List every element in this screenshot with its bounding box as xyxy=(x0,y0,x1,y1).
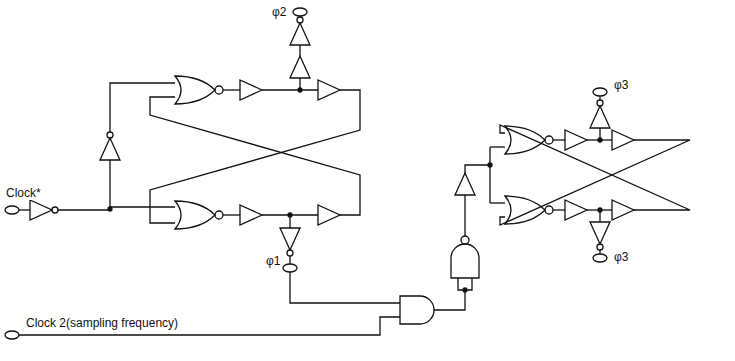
buffer-symbol xyxy=(565,200,587,220)
inverter-symbol xyxy=(590,100,610,128)
wire xyxy=(500,125,690,210)
buffer-symbol xyxy=(565,130,587,150)
and-gate xyxy=(400,296,434,324)
buffer-symbol xyxy=(612,130,634,150)
wire xyxy=(489,147,490,203)
nor-gate xyxy=(175,76,223,104)
buffer-symbol xyxy=(240,80,262,100)
terminal xyxy=(593,88,607,96)
buffer-symbol xyxy=(290,56,310,78)
wire xyxy=(465,165,490,173)
wire xyxy=(465,278,472,290)
wire xyxy=(289,256,290,264)
signal-label: φ2 xyxy=(270,5,288,19)
wire xyxy=(299,45,300,56)
wire xyxy=(599,128,600,140)
wire xyxy=(110,83,175,132)
wire xyxy=(289,215,290,228)
wire xyxy=(500,140,690,225)
wire xyxy=(19,317,400,335)
terminal xyxy=(283,264,297,272)
inverter-symbol xyxy=(100,132,120,160)
wire xyxy=(553,209,565,210)
buffer-symbol xyxy=(318,205,340,225)
nand-gate xyxy=(451,236,479,278)
wire xyxy=(458,278,465,290)
wire xyxy=(150,97,360,215)
buffer-symbol xyxy=(240,205,262,225)
terminal xyxy=(5,331,19,339)
wire xyxy=(434,290,465,310)
terminal xyxy=(5,206,19,214)
wire xyxy=(19,209,30,210)
signal-label: φ3 xyxy=(612,78,630,92)
wire xyxy=(223,214,240,215)
inverter-symbol xyxy=(290,17,310,45)
wire xyxy=(262,89,318,90)
wire xyxy=(464,195,465,236)
wire xyxy=(58,207,175,210)
input-label: Clock* xyxy=(4,186,43,200)
inverter-symbol xyxy=(280,228,300,256)
signal-label: φ3 xyxy=(612,250,630,264)
wire xyxy=(490,202,505,203)
buffer-symbol xyxy=(318,80,340,100)
wire xyxy=(290,272,400,303)
wire xyxy=(150,90,360,223)
buffer-symbol xyxy=(612,200,634,220)
wire xyxy=(553,139,565,140)
nor-gate xyxy=(175,201,223,229)
inverter-symbol xyxy=(590,222,610,250)
wire xyxy=(223,89,240,90)
input-label: Clock 2(sampling frequency) xyxy=(24,316,180,330)
signal-label: φ1 xyxy=(264,254,282,268)
terminal xyxy=(293,8,307,16)
gates-and-wires xyxy=(5,8,690,339)
wire xyxy=(599,210,600,222)
wire xyxy=(490,146,505,147)
wire xyxy=(109,160,110,209)
wire xyxy=(299,78,300,90)
inverter-symbol xyxy=(30,200,58,220)
buffer-symbol xyxy=(455,173,475,195)
junction-dot xyxy=(488,163,492,167)
terminal xyxy=(593,254,607,262)
